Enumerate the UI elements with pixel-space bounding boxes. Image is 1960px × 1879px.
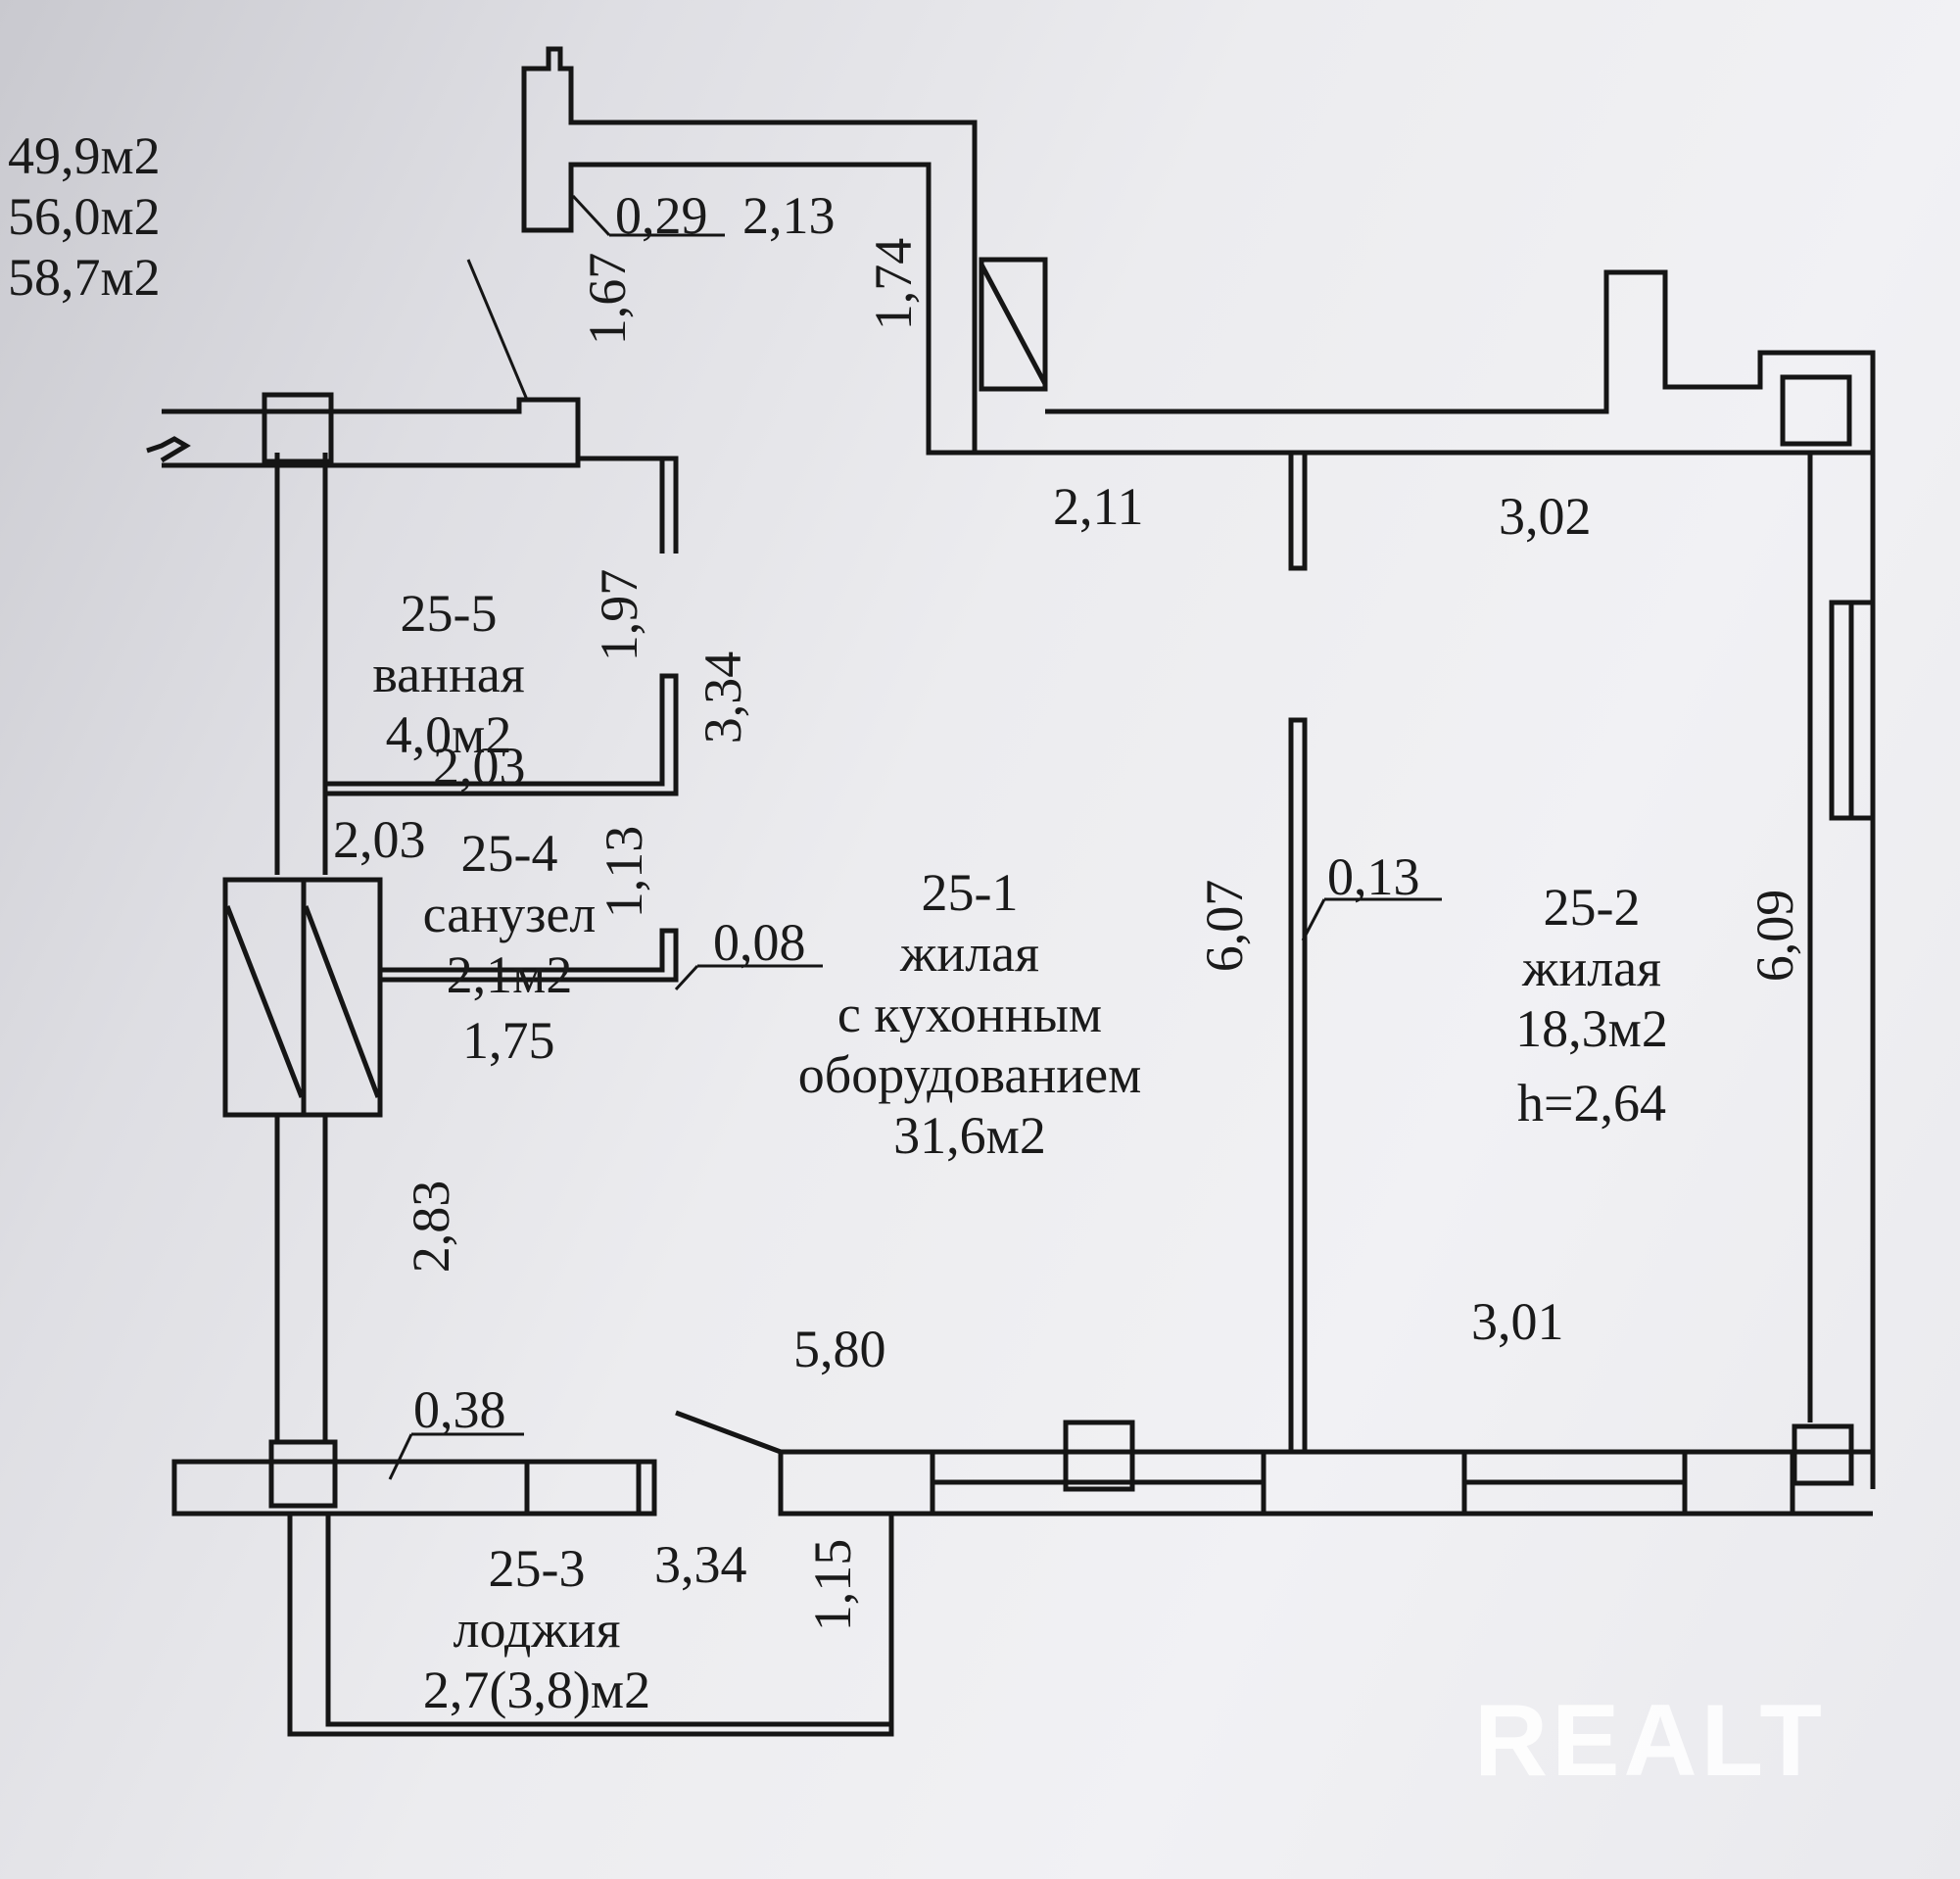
dimension-label: 2,11 — [1053, 477, 1144, 536]
top-wall — [975, 269, 1876, 456]
dimension-label: 3,02 — [1499, 487, 1592, 546]
room-id: 25-5 — [400, 584, 498, 643]
room-area: 2,1м2 — [446, 945, 573, 1004]
bottom-window-a — [1261, 1449, 1467, 1517]
door-swing — [675, 1410, 782, 1455]
total-area-1: 49,9м2 — [8, 126, 161, 185]
room-type: жилая — [1522, 939, 1661, 997]
partition-stub-top — [1288, 450, 1308, 571]
partition-wall — [1288, 717, 1308, 1455]
bath-partition — [325, 673, 679, 796]
dimension-label: 0,13 — [1327, 847, 1420, 906]
column-bottom-left — [268, 1439, 338, 1509]
leader-line-bath — [466, 259, 529, 401]
room-area: 18,3м2 — [1515, 999, 1668, 1058]
leader-line-038 — [388, 1433, 413, 1480]
room-area: 4,0м2 — [385, 705, 512, 764]
right-wall — [1807, 453, 1876, 1489]
dimension-label: 5,80 — [793, 1320, 886, 1378]
dimension-label: 1,15 — [803, 1538, 862, 1632]
dimension-label: 3,01 — [1471, 1292, 1564, 1351]
room-25-4-label: 25-4 санузел 2,1м2 — [423, 823, 597, 1005]
leader-line-029 — [571, 194, 611, 237]
dimension-label: 0,08 — [713, 913, 806, 972]
bath-top-wall — [162, 397, 679, 554]
dimension-label: 6,07 — [1195, 879, 1254, 973]
dimension-label: 0,38 — [413, 1380, 506, 1439]
dimension-label: 2,83 — [402, 1180, 460, 1274]
room-type: с кухонным — [837, 985, 1103, 1043]
room-type: лоджия — [453, 1600, 621, 1659]
column-bottom-right — [1792, 1423, 1854, 1486]
dimension-label: 1,67 — [578, 252, 637, 346]
room-type: ванная — [372, 645, 525, 703]
dimension-label: 2,13 — [742, 186, 836, 245]
column-bottom-middle — [1063, 1420, 1135, 1492]
room-id: 25-3 — [488, 1539, 586, 1598]
dimension-label: 0,29 — [615, 186, 708, 245]
room-id: 25-2 — [1543, 878, 1641, 937]
room-area: 31,6м2 — [893, 1106, 1046, 1165]
dimension-label: 1,75 — [462, 1011, 555, 1070]
total-area-3: 58,7м2 — [8, 248, 161, 307]
area-summary: 49,9м2 56,0м2 58,7м2 — [8, 125, 161, 308]
realt-watermark: REALT — [1474, 1684, 1826, 1798]
dimension-label: 1,74 — [864, 237, 923, 331]
dimension-label: 2,03 — [433, 737, 526, 795]
room-25-5-label: 25-5 ванная 4,0м2 — [372, 583, 524, 765]
shaft-diagonal — [979, 263, 1048, 386]
room-type: жилая — [900, 924, 1039, 983]
dimension-label: 2,03 — [333, 810, 426, 869]
dimension-label: 3,34 — [654, 1535, 747, 1594]
room-area: 2,7(3,8)м2 — [422, 1661, 651, 1719]
ceiling-height: h=2,64 — [1517, 1074, 1666, 1132]
left-wall — [274, 453, 328, 1440]
leader-line-008 — [674, 964, 699, 991]
loggia-wall — [171, 1459, 657, 1517]
room-25-1-label: 25-1 жилая с кухонным оборудованием 31,6… — [798, 862, 1142, 1166]
room-type: санузел — [422, 885, 597, 943]
balcony-door-block — [778, 1449, 935, 1517]
column-top-left — [262, 392, 334, 464]
total-area-2: 56,0м2 — [8, 187, 161, 246]
room-25-2-label: 25-2 жилая 18,3м2 h=2,64 — [1515, 877, 1668, 1133]
column-top-right — [1780, 374, 1852, 447]
break-line — [146, 436, 191, 463]
loggia-outline — [287, 1514, 894, 1737]
room-25-3-label: 25-3 лоджия 2,7(3,8)м2 — [423, 1538, 650, 1720]
dimension-label: 6,09 — [1745, 889, 1804, 983]
dimension-label: 1,13 — [595, 825, 653, 919]
toilet-partition — [380, 928, 679, 983]
room-id: 25-4 — [460, 824, 558, 883]
leader-line-013 — [1301, 898, 1326, 941]
dimension-label: 1,97 — [590, 568, 648, 662]
shaft-outline — [521, 46, 978, 456]
room-id: 25-1 — [921, 863, 1019, 922]
room-type: оборудованием — [797, 1045, 1142, 1104]
dimension-label: 3,34 — [693, 650, 752, 745]
bottom-window-b — [1682, 1449, 1795, 1517]
